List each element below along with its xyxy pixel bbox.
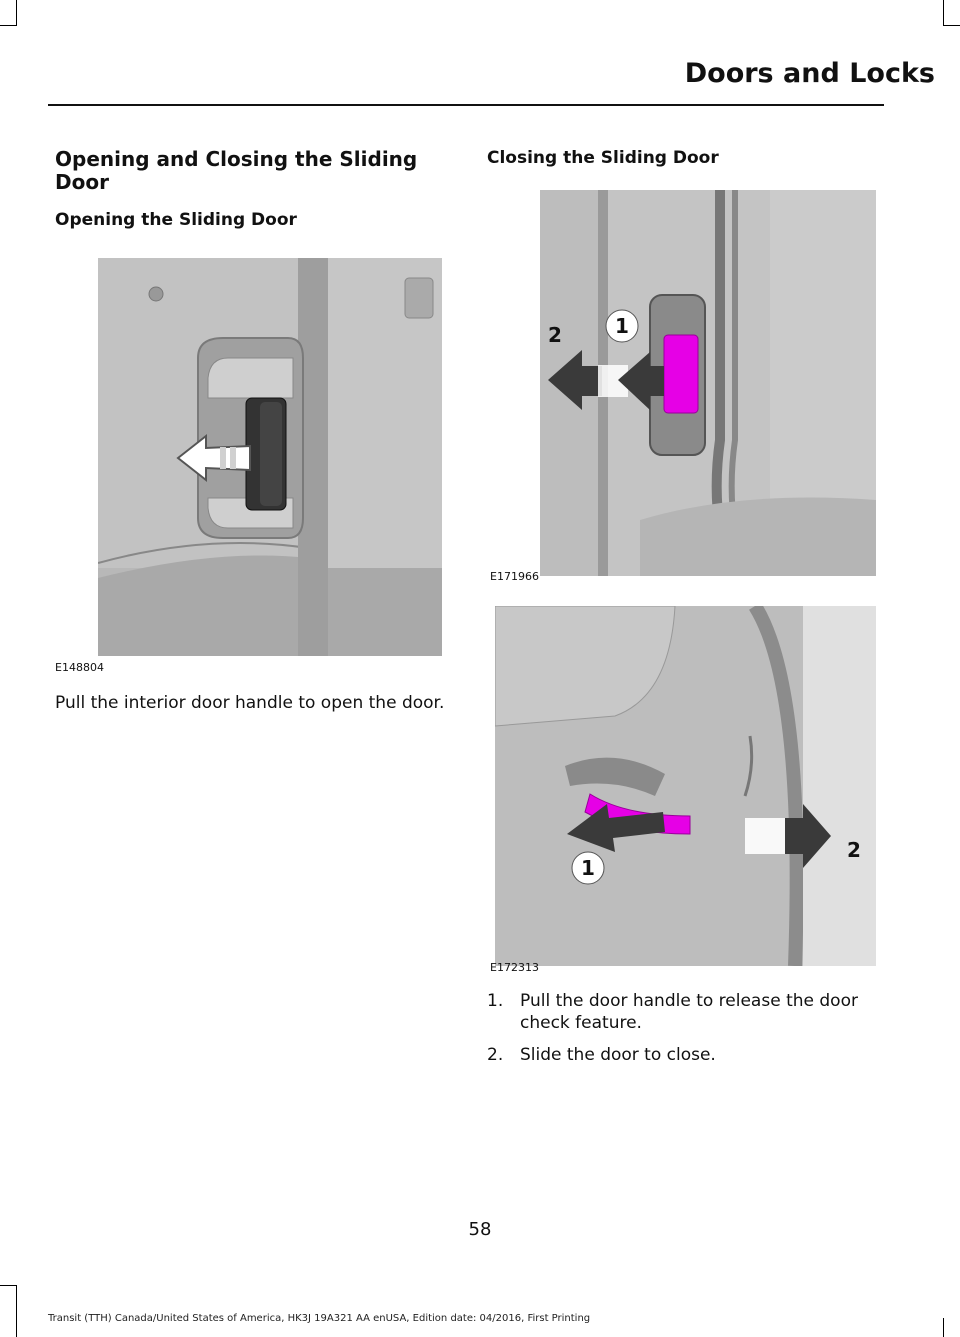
figure-opening-door-handle — [98, 258, 442, 656]
subsection-title-opening: Opening the Sliding Door — [55, 210, 297, 230]
figure-code-closing-2: E172313 — [490, 961, 539, 974]
door-handle-illustration — [98, 258, 442, 656]
crop-mark-top-right-v — [943, 0, 944, 26]
crop-mark-bottom-left-h — [0, 1285, 17, 1286]
step-text: Pull the door handle to release the door… — [520, 991, 858, 1033]
closing-steps-list: 1. Pull the door handle to release the d… — [487, 990, 887, 1076]
subsection-title-closing: Closing the Sliding Door — [487, 148, 719, 168]
callout-1: 1 — [615, 314, 629, 338]
opening-instruction: Pull the interior door handle to open th… — [55, 693, 445, 713]
crop-mark-top-left-v — [16, 0, 17, 26]
callout-2: 2 — [548, 323, 562, 347]
list-item: 2. Slide the door to close. — [487, 1044, 887, 1066]
figure-code-closing-1: E171966 — [490, 570, 539, 583]
callout-2: 2 — [847, 838, 861, 862]
crop-mark-bottom-right-v — [943, 1318, 944, 1337]
list-item: 1. Pull the door handle to release the d… — [487, 990, 887, 1034]
step-number: 2. — [487, 1045, 504, 1065]
page-footer: Transit (TTH) Canada/United States of Am… — [48, 1313, 591, 1324]
step-text: Slide the door to close. — [520, 1045, 716, 1065]
callout-1: 1 — [581, 856, 595, 880]
crop-mark-top-left-h — [0, 25, 17, 26]
header-rule — [48, 104, 884, 106]
figure-code-opening: E148804 — [55, 661, 104, 674]
page-number: 58 — [468, 1219, 492, 1240]
crop-mark-top-right-h — [943, 25, 960, 26]
figure-closing-step-handle: 1 2 — [540, 190, 876, 576]
figure-closing-step-slide: 1 2 — [495, 606, 876, 966]
crop-mark-bottom-left-v — [16, 1285, 17, 1337]
page-header-title: Doors and Locks — [684, 58, 935, 89]
door-slide-illustration: 1 2 — [495, 606, 876, 966]
door-check-illustration: 1 2 — [540, 190, 876, 576]
step-number: 1. — [487, 991, 504, 1011]
section-title: Opening and Closing the Sliding Door — [55, 147, 418, 194]
